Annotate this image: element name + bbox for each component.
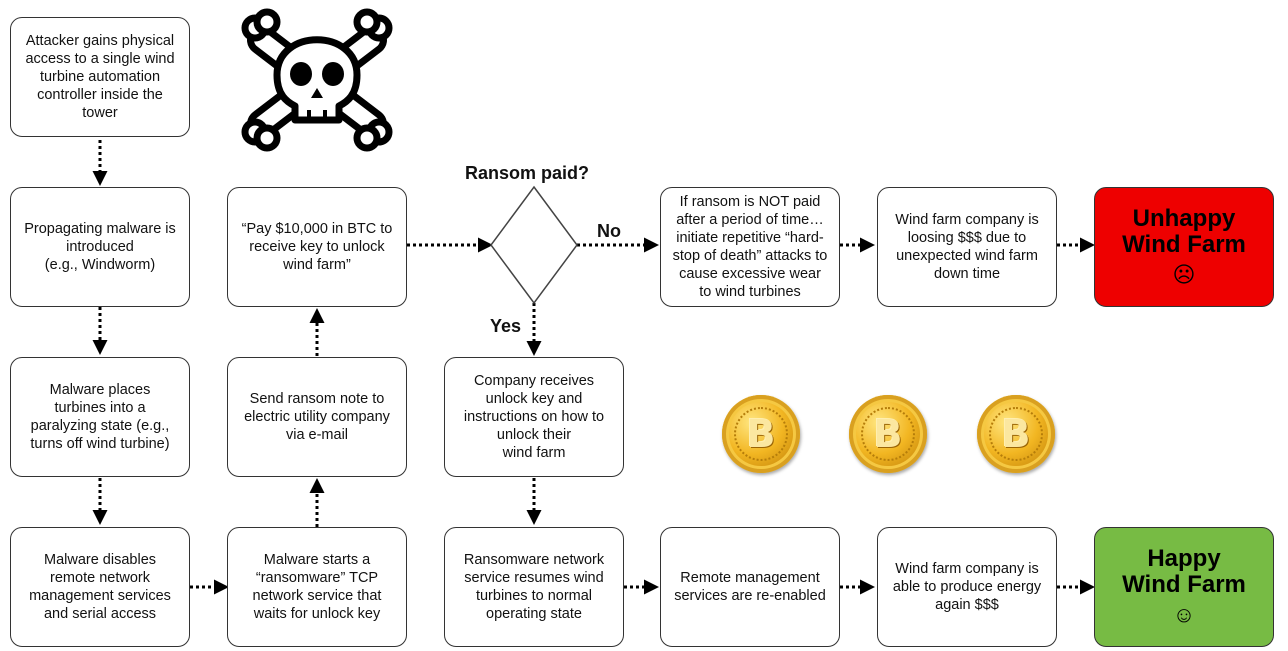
box-resumes-turbines: Ransomware network service resumes wind … — [444, 527, 624, 647]
bitcoin-coin-icon: B — [722, 395, 800, 473]
decision-no-label: No — [597, 221, 621, 241]
box-produce-energy: Wind farm company is able to produce ene… — [877, 527, 1057, 647]
decision-diamond — [490, 185, 578, 305]
box-not-paid: If ransom is NOT paid after a period of … — [660, 187, 840, 307]
box-reenabled: Remote management services are re-enable… — [660, 527, 840, 647]
bitcoin-coin-icon: B — [849, 395, 927, 473]
sad-face-icon: ☹ — [1172, 262, 1196, 287]
happy-face-icon: ☺ — [1172, 602, 1196, 627]
outcome-unhappy-title: Unhappy Wind Farm — [1122, 205, 1246, 258]
decision-question: Ransom paid? — [465, 163, 590, 183]
box-paralyzing-state: Malware places turbines into a paralyzin… — [10, 357, 190, 477]
box-attacker-access: Attacker gains physical access to a sing… — [10, 17, 190, 137]
box-propagating-malware: Propagating malware is introduced (e.g.,… — [10, 187, 190, 307]
box-receives-key: Company receives unlock key and instruct… — [444, 357, 624, 477]
box-pay-btc: “Pay $10,000 in BTC to receive key to un… — [227, 187, 407, 307]
outcome-unhappy-wind-farm: Unhappy Wind Farm ☹ — [1094, 187, 1274, 307]
box-send-ransom-note: Send ransom note to electric utility com… — [227, 357, 407, 477]
skull-crossbones-icon — [241, 8, 393, 152]
box-losing-money: Wind farm company is loosing $$$ due to … — [877, 187, 1057, 307]
outcome-happy-title: Happy Wind Farm — [1122, 545, 1246, 598]
box-disables-services: Malware disables remote network manageme… — [10, 527, 190, 647]
outcome-happy-wind-farm: Happy Wind Farm ☺ — [1094, 527, 1274, 647]
bitcoin-coin-icon: B — [977, 395, 1055, 473]
decision-yes-label: Yes — [490, 316, 522, 336]
box-ransomware-service: Malware starts a “ransomware” TCP networ… — [227, 527, 407, 647]
